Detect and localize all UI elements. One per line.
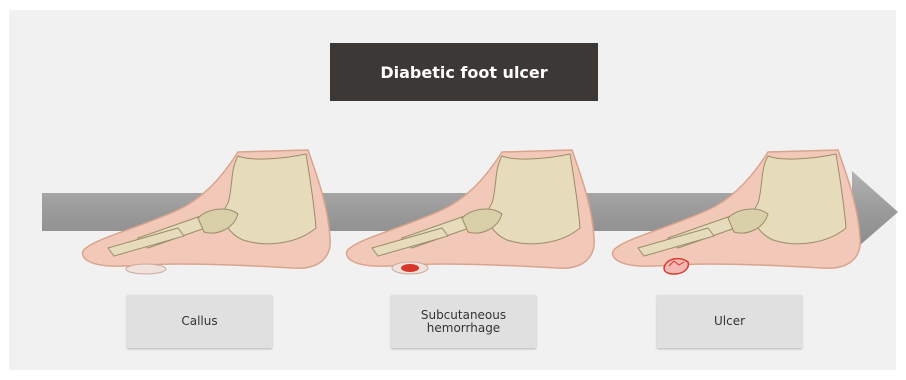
foot-illustration-hemorrhage xyxy=(342,148,602,283)
diagram-title: Diabetic foot ulcer xyxy=(330,43,598,101)
hemorrhage-lesion xyxy=(401,264,419,272)
foot-illustration-callus xyxy=(78,148,338,283)
callus-lesion xyxy=(126,264,166,274)
stage-label-hemorrhage: Subcutaneous hemorrhage xyxy=(391,295,536,348)
stage-label-ulcer: Ulcer xyxy=(657,295,802,348)
ulcer-lesion xyxy=(664,259,688,274)
stage-label-callus: Callus xyxy=(127,295,272,348)
foot-illustration-ulcer xyxy=(608,148,868,283)
